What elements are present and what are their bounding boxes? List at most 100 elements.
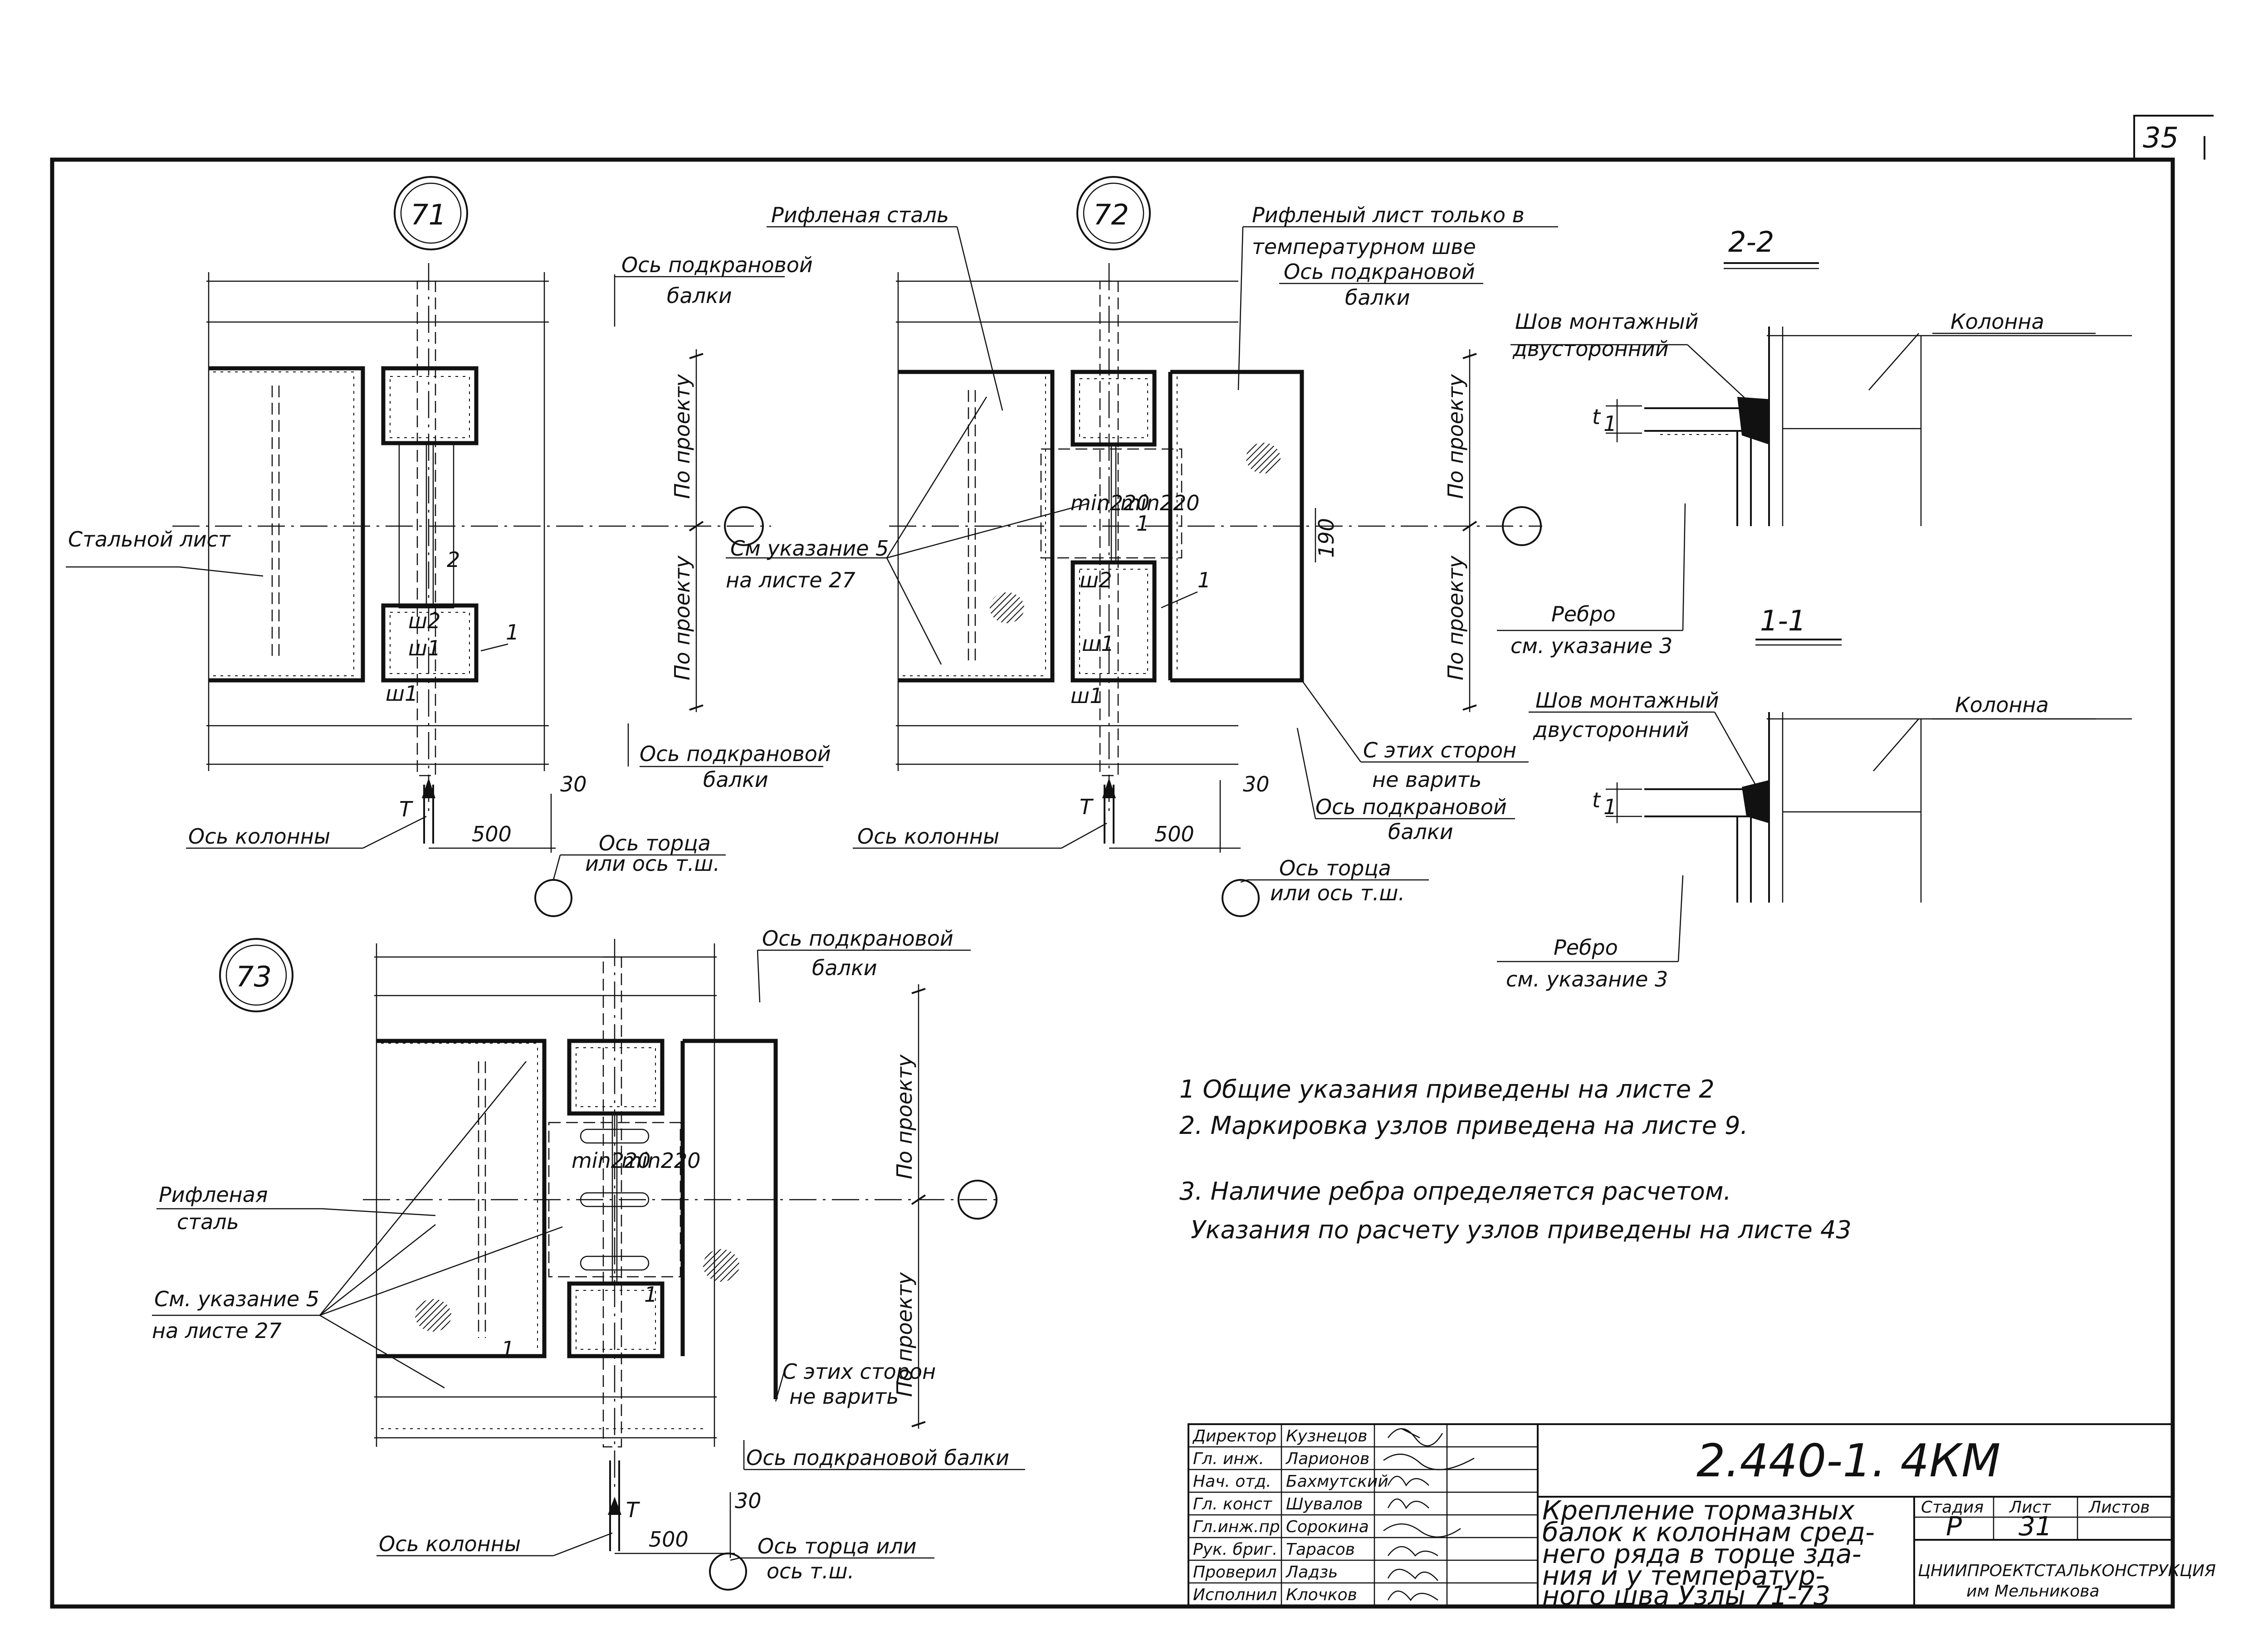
n73-sec-1: 1 (644, 1282, 657, 1307)
tb-role-7: Исполнил (1193, 1586, 1277, 1604)
n71-axis-column: Ось колонны (188, 824, 330, 849)
section-1-1-title: 1-1 (1760, 604, 1806, 637)
axis-bubble-73-right (958, 1180, 997, 1220)
axis-bubble-73-bottom (709, 1553, 747, 1591)
n72-tag-1: 1 (1198, 568, 1211, 592)
tb-desc-1: балок к колоннам сред- (1542, 1517, 1875, 1548)
s22-rib-1: Ребро (1551, 602, 1616, 626)
tb-role-2: Нач. отд. (1193, 1472, 1271, 1491)
note-1: 1 Общие указания приведены на листе 2 (1179, 1075, 1715, 1104)
node-marker-73 (219, 938, 293, 1012)
tb-desc-0: Крепление тормазных (1542, 1495, 1855, 1526)
n72-axis-end-1: Ось торца (1279, 856, 1391, 880)
tb-org: ЦНИИПРОЕКТСТАЛЬКОНСТРУКЦИЯ (1918, 1562, 2216, 1580)
n71-dim-top: По проекту (670, 374, 694, 499)
tb-name-0: Кузнецов (1286, 1427, 1367, 1445)
n72-no-weld-1: С этих сторон (1363, 738, 1516, 762)
n73-see-note-2: на листе 27 (152, 1318, 282, 1343)
n73-axis-column: Ось колонны (379, 1532, 521, 1556)
n71-dim-bottom: По проекту (670, 555, 694, 680)
sheet-frame: 35 (50, 115, 2214, 1609)
n71-axis-bottom-1: Ось подкрановой (640, 742, 831, 766)
tb-name-7: Клочков (1286, 1586, 1357, 1604)
n71-dim-500: 500 (472, 822, 512, 846)
tb-name-6: Ладзь (1285, 1563, 1338, 1582)
title-block: Директор Кузнецов Гл. инж. Ларионов Нач.… (1188, 1423, 2216, 1611)
s11-weld-1: Шов монтажный (1535, 688, 1719, 713)
note-2: 2. Маркировка узлов приведена на листе 9… (1179, 1111, 1748, 1140)
tb-col-stage: Стадия (1921, 1498, 1984, 1517)
tb-name-2: Бахмутский (1286, 1472, 1388, 1491)
n72-dim-500: 500 (1154, 822, 1194, 846)
s11-rib-2: см. указание 3 (1506, 967, 1668, 991)
s22-column: Колонна (1950, 309, 2044, 334)
n72-axis-top-2: балки (1345, 285, 1410, 310)
section-2-2: 2-2 t 1 Шов монтажный двусторонний Колон… (1497, 225, 2132, 658)
tb-role-3: Гл. конст (1193, 1495, 1272, 1514)
sheet-number: 35 (2143, 121, 2179, 154)
n73-tag-1: 1 (501, 1337, 514, 1361)
n71-axis-end-2: или ось т.ш. (585, 851, 720, 876)
n72-weld-w2: ш2 (1080, 568, 1112, 592)
section-1-1: 1-1 t 1 Шов монтажный двусторонний Колон… (1497, 604, 2132, 991)
n73-dim-500: 500 (649, 1527, 689, 1552)
tb-name-4: Сорокина (1286, 1518, 1369, 1536)
n73-dim-bottom: По проекту (892, 1272, 917, 1397)
n71-axis-top-1: Ось подкрановой (621, 253, 813, 277)
tb-col-sheets: Листов (2088, 1498, 2150, 1517)
tb-role-6: Проверил (1193, 1563, 1277, 1582)
tb-stage: Р (1946, 1511, 1962, 1542)
tb-role-4: Гл.инж.пр (1193, 1518, 1280, 1536)
n71-weld-w2: ш2 (408, 609, 440, 633)
n72-weld-w1a: ш1 (1082, 631, 1114, 656)
n72-dim-bottom: По проекту (1443, 555, 1468, 680)
n72-force: T (1080, 795, 1094, 819)
axis-bubble-71-bottom (534, 879, 572, 917)
s22-weld-2: двусторонний (1512, 337, 1669, 361)
n73-axis-top-1: Ось подкрановой (762, 926, 953, 951)
node-marker-71-label: 71 (411, 198, 446, 231)
node-marker-73-label: 73 (236, 960, 272, 993)
n73-axis-top-2: балки (812, 956, 877, 980)
n73-checker-2: сталь (177, 1210, 239, 1234)
s22-t: t (1592, 405, 1601, 429)
note-4: Указания по расчету узлов приведены на л… (1191, 1216, 1852, 1244)
tb-sheet: 31 (2019, 1511, 2052, 1542)
s22-t-sub: 1 (1603, 411, 1617, 436)
node-73: 73 По (152, 926, 1025, 1591)
tb-col-sheet: Лист (2009, 1498, 2051, 1517)
n72-checker-only-2: температурном шве (1252, 234, 1476, 259)
tb-name-5: Тарасов (1286, 1540, 1355, 1559)
n71-weld-w1a: ш1 (408, 636, 440, 660)
tb-desc-4: ного шва Узлы 71-73 (1542, 1580, 1830, 1611)
section-2-2-title: 2-2 (1728, 225, 1774, 259)
n71-weld-w1b: ш1 (386, 681, 418, 706)
node-marker-72 (1076, 176, 1151, 250)
n72-min1: min220 (1070, 491, 1150, 515)
n72-min2: min220 (1120, 491, 1200, 515)
signatures (1383, 1428, 1475, 1602)
node-marker-71 (394, 176, 468, 250)
n72-see-note-2: на листе 27 (726, 568, 855, 592)
n72-axis-top-1: Ось подкрановой (1284, 259, 1475, 284)
n71-sec-2: 2 (447, 547, 460, 572)
n73-no-weld-1: С этих сторон (782, 1359, 936, 1384)
tb-role-5: Рук. бриг. (1193, 1540, 1277, 1559)
s22-weld-1: Шов монтажный (1515, 309, 1699, 334)
axis-bubble-71-right (724, 506, 764, 546)
n73-min1: min220 (572, 1148, 651, 1173)
tb-code: 2.440-1. 4КМ (1696, 1434, 2000, 1487)
n72-see-note-1: См указание 5 (730, 536, 889, 561)
tb-name-3: Шувалов (1286, 1495, 1363, 1514)
n71-dim-30: 30 (560, 772, 587, 796)
note-3: 3. Наличие ребра определяется расчетом. (1179, 1177, 1731, 1206)
tb-desc-3: ния и у температур- (1542, 1560, 1825, 1591)
n72-axis-end-2: или ось т.ш. (1270, 881, 1405, 905)
n73-dim-top: По проекту (892, 1054, 917, 1179)
n73-checker-1: Рифленая (159, 1182, 268, 1207)
n72-dim-30: 30 (1243, 772, 1270, 796)
axis-bubble-72-right (1502, 506, 1542, 546)
n72-axis-bottom-1: Ось подкрановой (1315, 795, 1507, 819)
node-71: 71 По проекту По (66, 176, 831, 917)
